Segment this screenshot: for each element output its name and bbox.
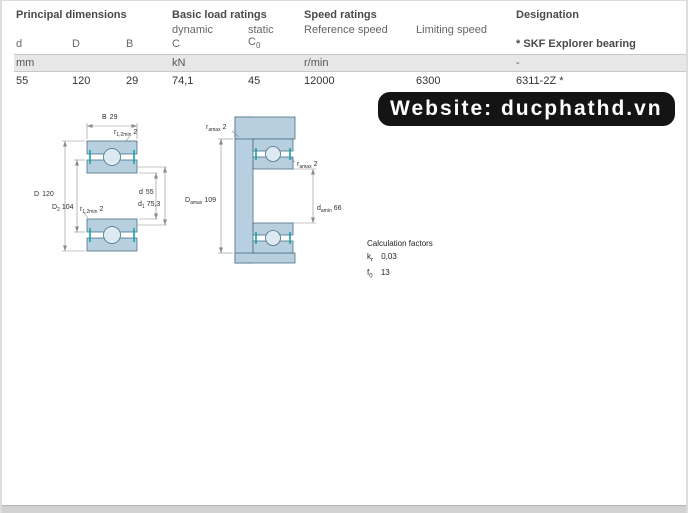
calc-factor-kr-symbol: kr — [367, 252, 373, 264]
unit-speed: r/min — [302, 54, 515, 73]
spec-table: Principal dimensions Basic load ratings … — [14, 1, 686, 91]
bearing-bottom-section — [86, 218, 138, 252]
dimension-d1 — [137, 166, 167, 226]
dimension-outside-d — [62, 140, 85, 252]
cell-static-load: 45 — [248, 75, 261, 88]
spacer-cell — [514, 21, 686, 36]
spacer-cell — [14, 21, 170, 36]
website-watermark: Website: ducphathd.vn — [378, 92, 675, 126]
mounted-bearing-top-section — [252, 138, 294, 170]
cell-dynamic-load: 74,1 — [172, 75, 194, 88]
mounted-bearing-bottom-section — [252, 222, 294, 254]
dimension-d2 — [74, 159, 85, 233]
unit-designation: - — [514, 54, 686, 73]
calc-factor-kr-value: 0,03 — [381, 252, 397, 261]
symbol-width-B: B — [124, 36, 170, 56]
col-group-principal-dimensions: Principal dimensions — [16, 9, 127, 21]
symbol-dynamic-C: C — [170, 36, 246, 56]
calc-factor-f0-symbol: f0 — [367, 267, 373, 280]
dimension-bore-d — [139, 172, 158, 220]
subheader-limiting-speed: Limiting speed — [416, 24, 487, 36]
cell-reference-speed: 12000 — [304, 75, 335, 88]
unit-load: kN — [170, 54, 303, 73]
calculation-factors: Calculation factors kr 0,03 f0 13 — [367, 239, 433, 279]
skf-explorer-note: * SKF Explorer bearing — [514, 36, 686, 56]
col-group-basic-load-ratings: Basic load ratings — [172, 9, 267, 21]
subheader-dynamic: dynamic — [172, 24, 213, 36]
bottom-border-bar — [2, 505, 686, 513]
cell-outside-diameter: 120 — [72, 75, 91, 88]
cell-bore-diameter: 55 — [16, 75, 29, 88]
dimension-da-max — [218, 138, 233, 254]
calc-factor-f0: f0 13 — [367, 268, 433, 280]
bearing-data-row: 55 120 29 74,1 45 12000 6300 6311-2Z * — [14, 72, 686, 91]
symbol-bore-d: d — [14, 36, 70, 56]
symbol-outside-D: D — [70, 36, 124, 56]
calc-factor-kr: kr 0,03 — [367, 252, 433, 264]
dimension-width-b — [86, 123, 138, 139]
subheader-reference-speed: Reference speed — [304, 24, 388, 36]
cell-width: 29 — [126, 75, 139, 88]
col-group-speed-ratings: Speed ratings — [304, 9, 377, 21]
unit-dimensions: mm — [14, 54, 170, 73]
subheader-static: static — [248, 24, 274, 36]
dimension-da-min — [293, 168, 316, 224]
spacer-cell — [414, 36, 515, 56]
cell-limiting-speed: 6300 — [416, 75, 441, 88]
cell-designation: 6311-2Z * — [516, 75, 564, 88]
calc-factor-f0-value: 13 — [380, 267, 390, 277]
calculation-factors-title: Calculation factors — [367, 239, 433, 248]
bearing-top-section — [86, 140, 138, 174]
symbol-static-C0: C0 — [246, 36, 303, 56]
spacer-cell — [302, 36, 415, 56]
col-group-designation: Designation — [516, 9, 579, 21]
